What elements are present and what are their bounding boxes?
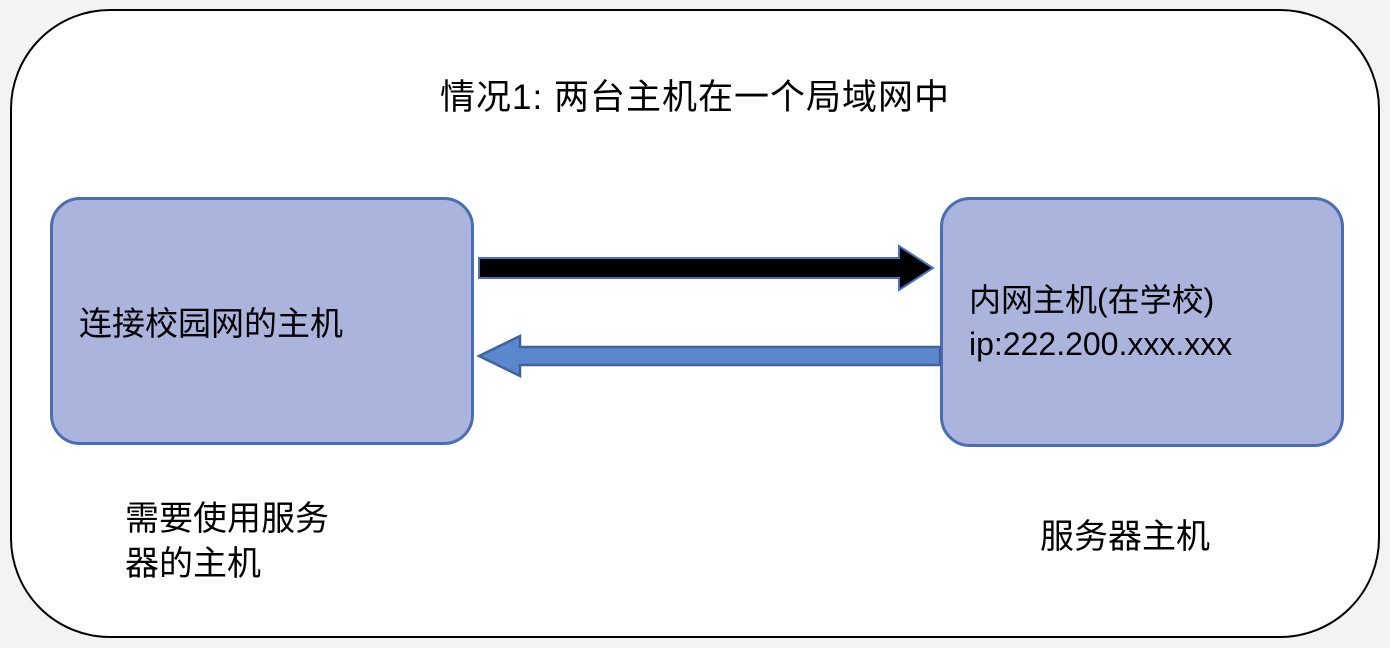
campus-host-box: 连接校园网的主机	[50, 197, 474, 445]
campus-host-caption-line2: 器的主机	[125, 545, 261, 583]
server-host-box: 内网主机(在学校) ip:222.200.xxx.xxx	[940, 197, 1344, 447]
server-host-caption: 服务器主机	[1040, 518, 1210, 556]
diagram-title: 情况1: 两台主机在一个局域网中	[440, 78, 950, 117]
request-arrow-icon	[478, 244, 935, 292]
outer-frame: 情况1: 两台主机在一个局域网中 连接校园网的主机 内网主机(在学校) ip:2…	[10, 9, 1380, 638]
server-host-label: 内网主机(在学校)	[969, 282, 1215, 318]
server-host-ip: ip:222.200.xxx.xxx	[969, 326, 1233, 362]
campus-host-caption-line1: 需要使用服务	[125, 500, 329, 538]
campus-host-caption: 需要使用服务 器的主机	[125, 497, 329, 587]
campus-host-label: 连接校园网的主机	[79, 305, 343, 342]
response-arrow-icon	[476, 334, 942, 378]
